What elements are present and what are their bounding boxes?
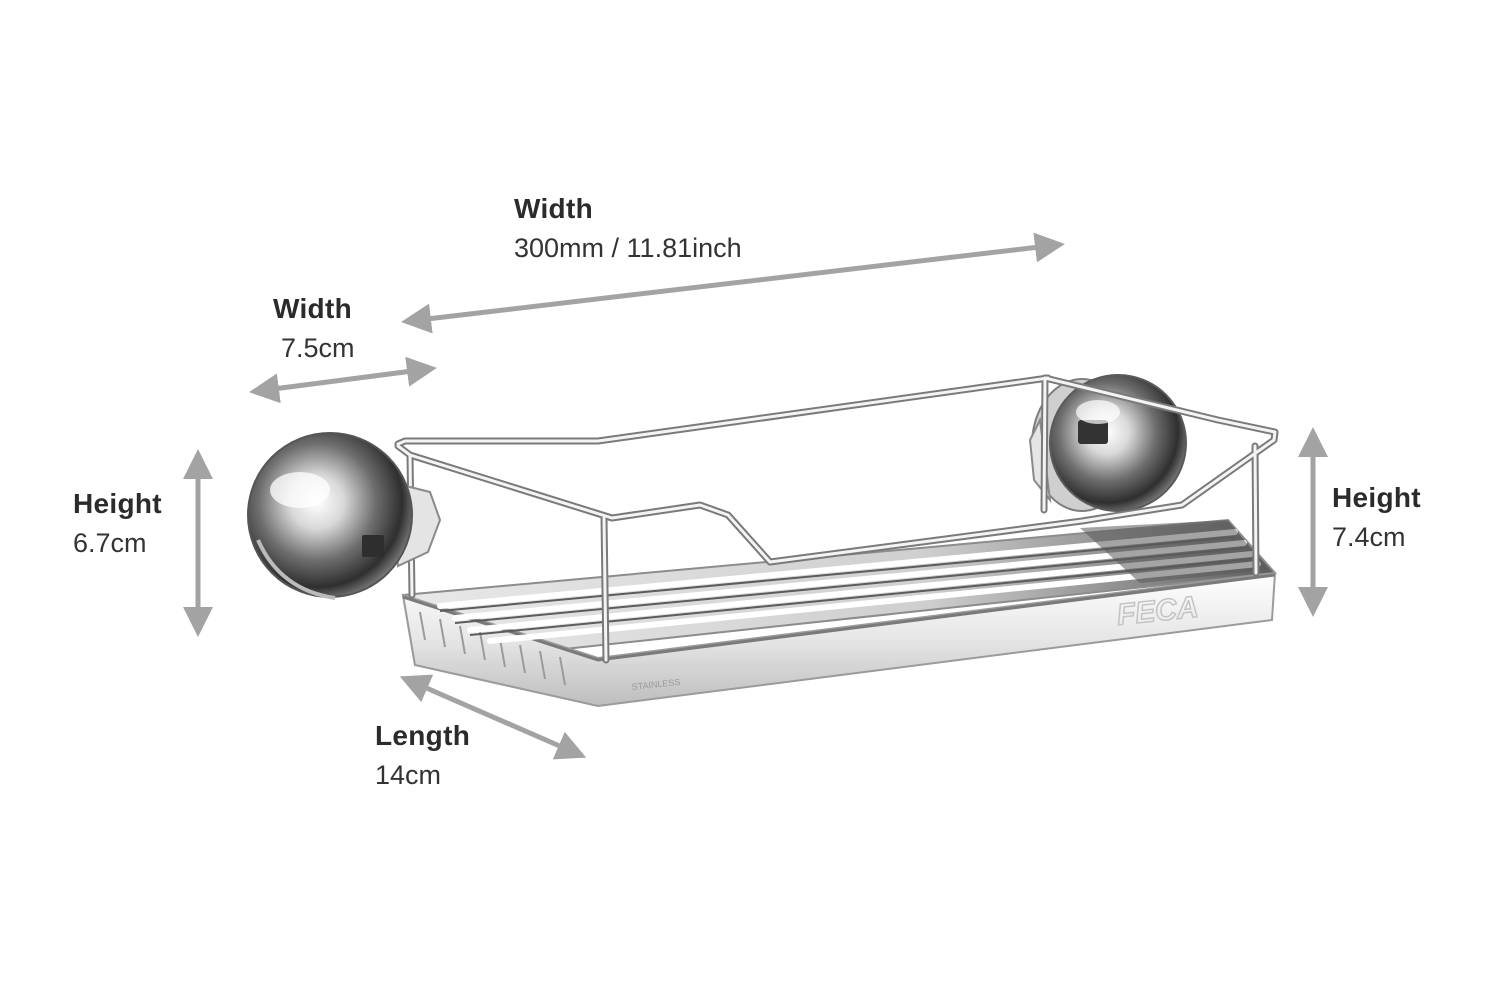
width-long-name: Width [514, 193, 593, 224]
wire-frame [394, 374, 1279, 664]
height-left-name: Height [73, 488, 162, 519]
width-short-name: Width [273, 293, 352, 324]
height-right-name: Height [1332, 482, 1421, 513]
width-long-arrow [401, 232, 1065, 334]
width-short-label: Width 7.5cm [273, 295, 355, 362]
left-suction-cup [247, 432, 442, 600]
width-long-label: Width 300mm / 11.81inch [514, 195, 742, 262]
length-label: Length 14cm [375, 722, 470, 789]
height-right-value: 7.4cm [1332, 522, 1406, 552]
length-value: 14cm [375, 760, 442, 790]
width-long-value: 300mm / 11.81inch [514, 233, 742, 263]
width-short-value: 7.5cm [281, 333, 355, 363]
height-left-value: 6.7cm [73, 528, 147, 558]
height-right-label: Height 7.4cm [1332, 484, 1421, 551]
shelf-tray [401, 518, 1278, 708]
length-arrow [399, 674, 587, 760]
dimension-arrows [183, 232, 1328, 760]
width-short-arrow [249, 356, 437, 404]
length-name: Length [375, 720, 471, 751]
right-suction-cup [1028, 374, 1187, 512]
height-left-label: Height 6.7cm [73, 490, 162, 557]
